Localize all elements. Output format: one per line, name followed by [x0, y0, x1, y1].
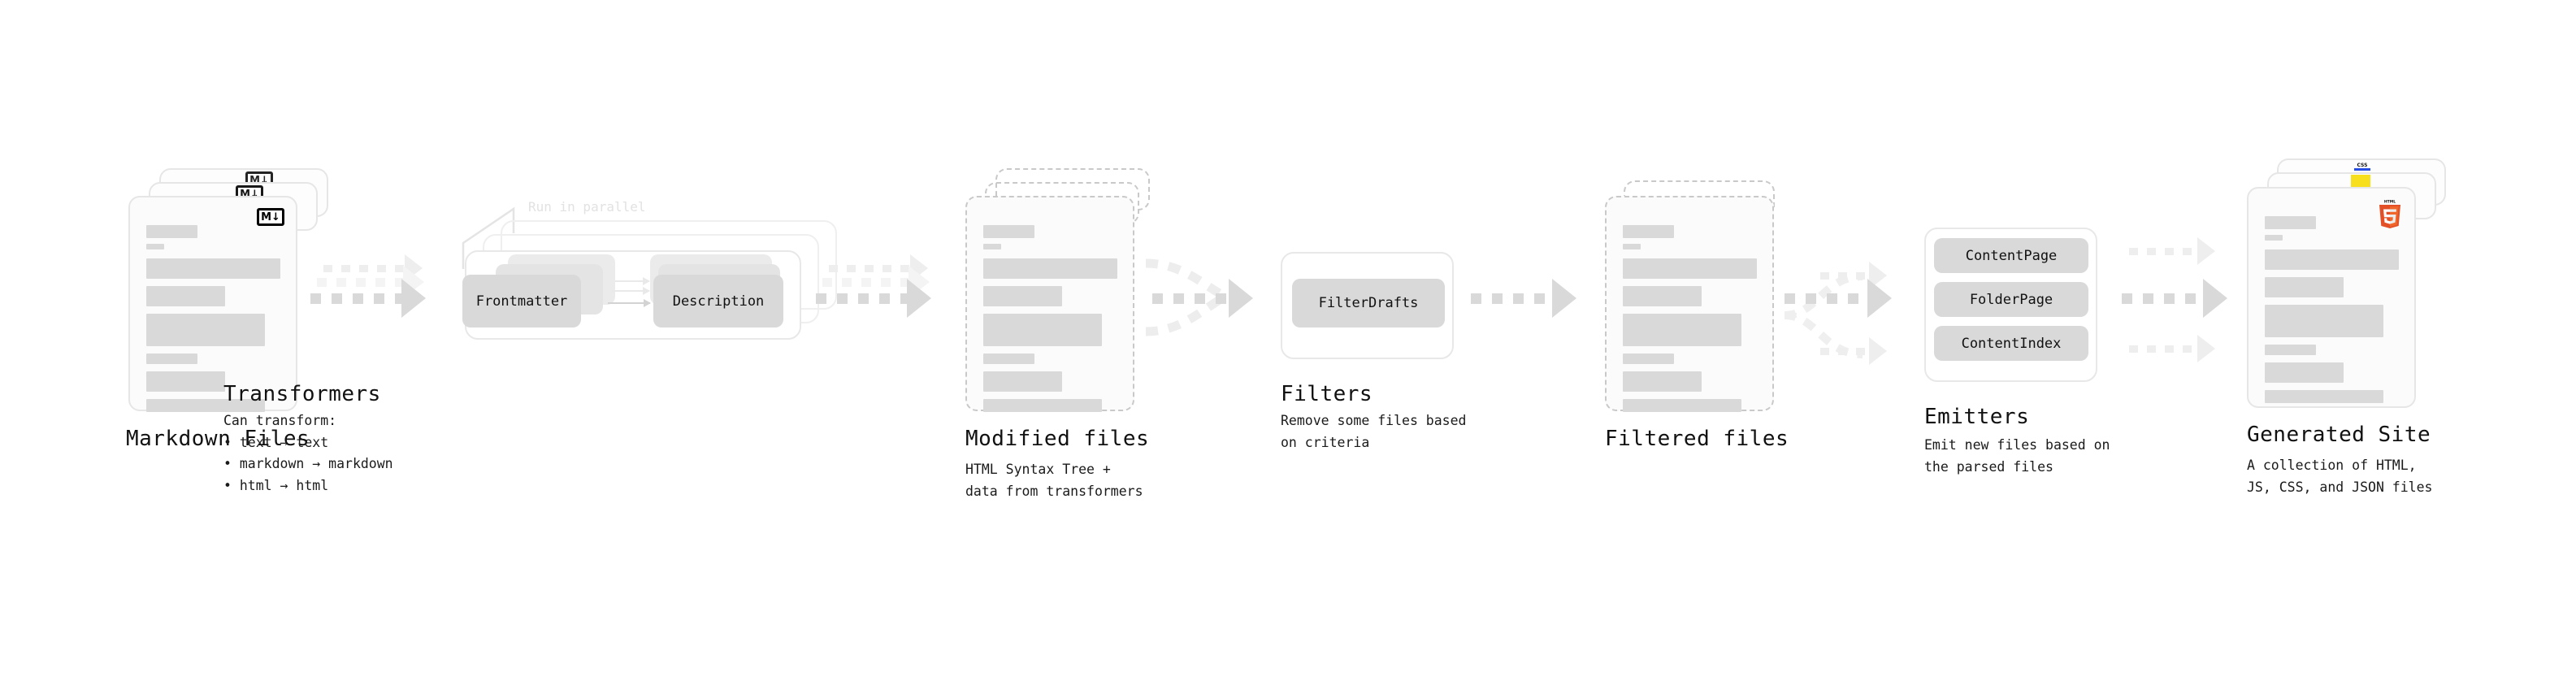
- generated-site-title: Generated Site: [2247, 423, 2431, 447]
- filter-chip-filterdrafts-label: FilterDrafts: [1318, 295, 1419, 311]
- emitters-description: Emit new files based on the parsed files: [1924, 437, 2110, 475]
- emitters-title: Emitters: [1924, 405, 2030, 429]
- flow-arrow-5-fanout: [1785, 272, 1863, 358]
- filtered-file-content-lines: [1623, 225, 1759, 418]
- filter-chip-filterdrafts[interactable]: FilterDrafts: [1292, 279, 1445, 327]
- transformers-description: Can transform: • text → text • markdown …: [223, 413, 393, 494]
- content-line: [2265, 362, 2344, 383]
- content-line: [983, 354, 1034, 364]
- transformer-chip-frontmatter-label: Frontmatter: [475, 293, 568, 310]
- content-line: [1623, 225, 1674, 238]
- content-line: [1623, 399, 1741, 412]
- markdown-icon-front: M↓: [257, 208, 284, 226]
- modified-file-content-lines: [983, 225, 1120, 418]
- content-line: [1623, 258, 1757, 279]
- content-line: [983, 314, 1102, 346]
- flow-arrow-3-converge: [1145, 258, 1228, 336]
- content-line: [983, 225, 1034, 238]
- svg-text:HTML: HTML: [2384, 200, 2396, 205]
- content-line: [2265, 249, 2399, 270]
- filters-description: Remove some files based on criteria: [1281, 413, 1467, 450]
- transformer-inner-arrow-back: [615, 277, 650, 285]
- emitter-chip-folderpage[interactable]: FolderPage: [1934, 282, 2088, 317]
- content-line: [1623, 314, 1741, 346]
- transformer-inner-arrow-front: [608, 299, 651, 307]
- modified-files-description: HTML Syntax Tree + data from transformer…: [965, 462, 1143, 499]
- content-line: [1623, 286, 1702, 306]
- content-line: [2265, 345, 2316, 355]
- modified-files-title: Modified files: [965, 427, 1150, 451]
- js-icon: [2351, 175, 2370, 188]
- filtered-files-title: Filtered files: [1605, 427, 1789, 451]
- modified-file-card-front: [965, 196, 1134, 412]
- content-line: [983, 399, 1102, 412]
- content-line: [983, 244, 1001, 249]
- content-line: [983, 286, 1062, 306]
- emitter-chip-folderpage-label: FolderPage: [1969, 291, 2053, 308]
- content-line: [1623, 371, 1702, 392]
- emitter-chip-contentindex-label: ContentIndex: [1961, 335, 2062, 352]
- markdown-icon-glyph: M↓: [261, 210, 280, 223]
- content-line: [2265, 216, 2316, 229]
- content-line: [146, 258, 280, 279]
- content-line: [146, 244, 164, 249]
- transformer-chip-frontmatter[interactable]: Frontmatter: [462, 275, 581, 327]
- css3-icon-label: CSS: [2357, 163, 2368, 168]
- emitter-chip-contentindex[interactable]: ContentIndex: [1934, 326, 2088, 361]
- content-line: [2265, 390, 2383, 403]
- content-line: [2265, 235, 2283, 241]
- generated-site-description: A collection of HTML, JS, CSS, and JSON …: [2247, 458, 2433, 495]
- markdown-file-card-front: M↓: [128, 196, 297, 412]
- transformers-title: Transformers: [223, 382, 381, 406]
- generated-site-content-lines: [2265, 216, 2401, 409]
- emitter-chip-contentpage[interactable]: ContentPage: [1934, 238, 2088, 273]
- generated-site-card-front: HTML: [2247, 187, 2416, 408]
- content-line: [146, 399, 265, 412]
- content-line: [983, 371, 1062, 392]
- content-line: [2265, 277, 2344, 297]
- css3-icon: CSS: [2354, 163, 2370, 171]
- markdown-file-content-lines: [146, 225, 283, 418]
- content-line: [1623, 354, 1674, 364]
- emitter-chip-contentpage-label: ContentPage: [1965, 247, 2058, 264]
- html5-icon: HTML: [2379, 200, 2400, 228]
- content-line: [146, 371, 225, 392]
- filtered-file-card-front: [1605, 196, 1774, 412]
- transformer-inner-arrow-mid: [612, 287, 650, 295]
- content-line: [146, 354, 197, 364]
- content-line: [146, 225, 197, 238]
- filters-title: Filters: [1281, 382, 1373, 406]
- content-line: [983, 258, 1117, 279]
- content-line: [146, 286, 225, 306]
- content-line: [2265, 305, 2383, 337]
- transformer-chip-description-label: Description: [672, 293, 765, 310]
- content-line: [1623, 244, 1641, 249]
- content-line: [146, 314, 265, 346]
- transformer-chip-description[interactable]: Description: [653, 275, 783, 327]
- markdown-files-title: Markdown Files: [126, 427, 310, 451]
- run-in-parallel-label: Run in parallel: [528, 199, 646, 215]
